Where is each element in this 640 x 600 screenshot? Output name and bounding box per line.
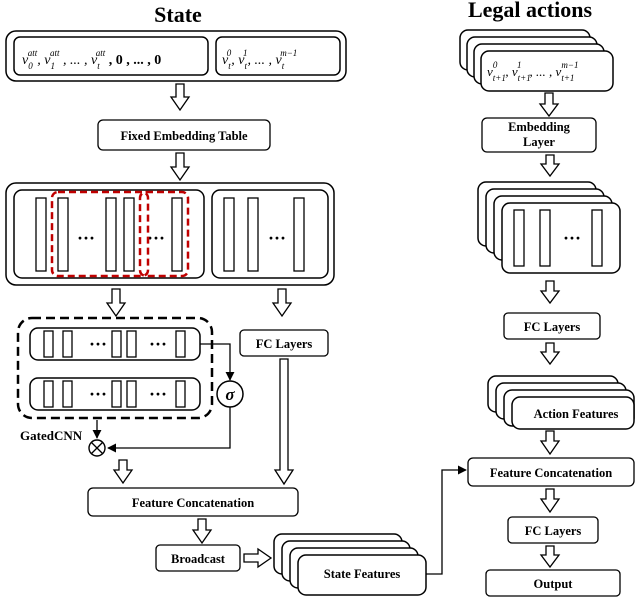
state-time-vector-box <box>215 36 341 76</box>
arrow-branch-to-sigma <box>200 343 235 381</box>
fixed-embedding-box <box>97 119 271 151</box>
att-feature-columns <box>35 197 183 272</box>
time-ellipsis: ··· <box>268 228 286 248</box>
gatedcnn-a-ellipsis-2: ··· <box>149 334 167 354</box>
arrow-concat-to-broadcast <box>191 518 213 545</box>
arrow-state-features-to-concat <box>426 465 467 575</box>
state-att-vector-box <box>13 36 209 76</box>
state-features-stack <box>273 533 427 596</box>
sigma-label: σ <box>225 385 235 404</box>
arrow-action-features-to-concat <box>539 430 561 456</box>
fc-layers-action-box-1 <box>503 312 601 340</box>
gatedcnn-label: GatedCNN <box>20 428 83 443</box>
action-input-stack <box>459 29 614 92</box>
action-features-label: Action Features <box>534 407 619 421</box>
fixed-embedding-label: Fixed Embedding Table <box>120 129 248 143</box>
action-input-box <box>480 50 614 92</box>
embedding-layer-label-1: Embedding <box>508 120 571 134</box>
arrow-broadcast-to-state-features <box>243 547 273 569</box>
arrow-fc-to-action-features <box>539 342 561 366</box>
broadcast-label: Broadcast <box>171 552 226 566</box>
feature-concat-state-label: Feature Concatenation <box>132 496 254 510</box>
arrow-fc-to-output <box>539 545 561 569</box>
feature-concat-main-box <box>467 457 635 487</box>
embedding-layer-label-2: Layer <box>523 135 555 149</box>
action-features-stack <box>487 375 635 430</box>
fc-layers-state-box <box>239 329 329 357</box>
fc-layers-action-label-1: FC Layers <box>524 320 581 334</box>
arrow-action-input-to-embedding <box>538 92 560 118</box>
state-title: State <box>154 2 202 27</box>
arrow-multiply-to-concat <box>112 459 134 485</box>
legal-actions-title: Legal actions <box>468 0 592 22</box>
fc-layers-action-label-2: FC Layers <box>525 524 582 538</box>
arrow-concat-to-fc <box>539 488 561 514</box>
state-att-vector: v0att, v1att , ... , vtatt , 0 , ... , 0 <box>22 48 161 71</box>
embedding-layer-box <box>481 117 597 153</box>
arrow-sigma-to-multiply <box>107 407 231 453</box>
output-label: Output <box>534 577 574 591</box>
action-vector: vt+10, vt+11, ... , vt+1m−1 <box>487 60 578 83</box>
state-features-box <box>297 554 427 596</box>
feature-concat-state-box <box>87 487 299 517</box>
state-time-vector: vt0, vt1, ... , vtm−1 <box>222 48 297 71</box>
gatedcnn-a-ellipsis-1: ··· <box>89 334 107 354</box>
output-box <box>485 569 621 597</box>
time-feature-columns <box>223 197 305 272</box>
conv-window-1 <box>50 190 150 278</box>
feature-concat-main-label: Feature Concatenation <box>490 466 612 480</box>
gatedcnn-branch-a-columns <box>43 330 186 358</box>
att-ellipsis-1: ··· <box>77 228 95 248</box>
gatedcnn-b-ellipsis-2: ··· <box>149 384 167 404</box>
arrow-embedding-to-features <box>169 152 191 182</box>
arrow-features-to-fc <box>271 288 293 318</box>
arrow-action-features-to-fc <box>539 280 561 305</box>
action-feature-box <box>501 202 621 274</box>
gatedcnn-b-ellipsis-1: ··· <box>89 384 107 404</box>
state-features-label: State Features <box>324 567 401 581</box>
gatedcnn-branch-b-columns <box>43 380 186 408</box>
broadcast-box <box>155 544 241 572</box>
arrow-input-to-embedding <box>169 83 191 112</box>
action-features-box <box>511 396 635 430</box>
arrow-features-to-gatedcnn <box>105 288 127 318</box>
att-ellipsis-2: ··· <box>147 228 165 248</box>
action-feature-stack <box>477 181 621 274</box>
fc-layers-state-label: FC Layers <box>256 337 313 351</box>
arrow-fc-to-concat <box>273 358 295 486</box>
arrow-embedding-layer-to-features <box>539 154 561 178</box>
action-feature-ellipsis: ··· <box>563 228 581 248</box>
fc-layers-action-box-2 <box>507 516 599 544</box>
conv-window-2 <box>138 190 190 278</box>
gatedcnn-dashed-box <box>16 316 214 420</box>
